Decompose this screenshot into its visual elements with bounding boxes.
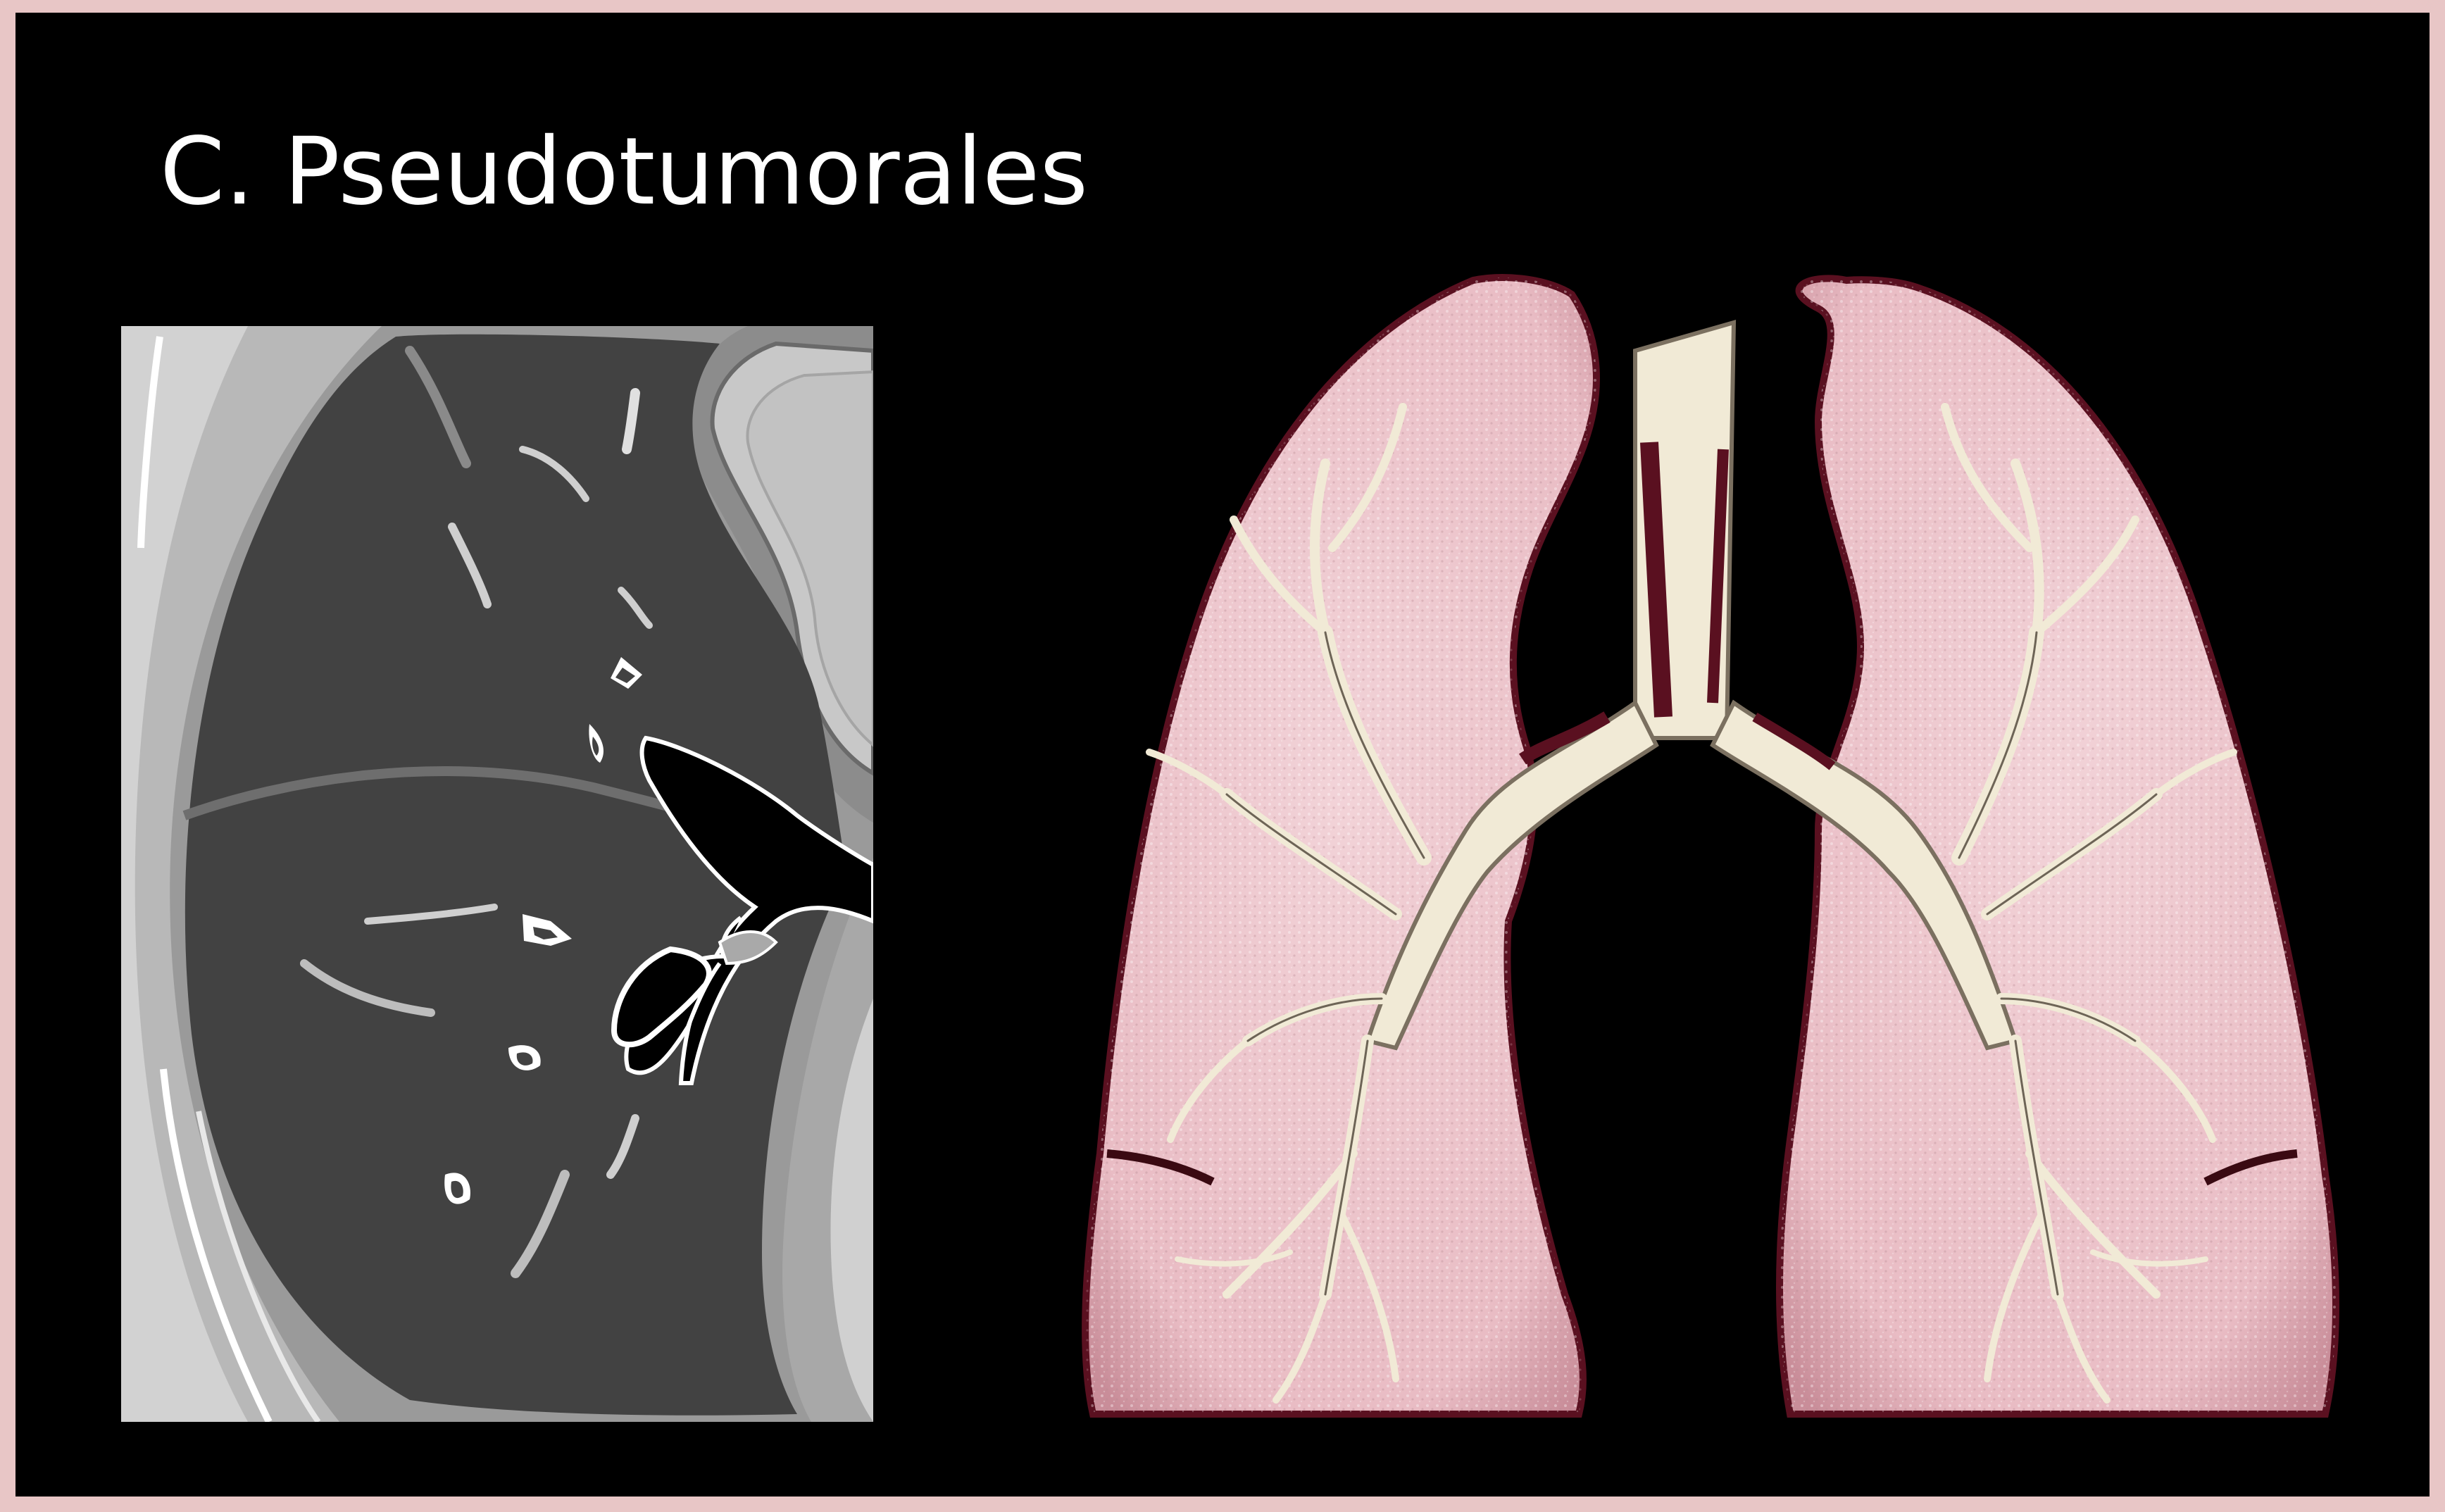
ct-scan-illustration [121, 326, 873, 1422]
lungs-bronchial-tree-illustration [1085, 277, 2336, 1414]
slide: C. Pseudotumorales [15, 13, 2430, 1497]
slide-artwork [15, 13, 2430, 1497]
